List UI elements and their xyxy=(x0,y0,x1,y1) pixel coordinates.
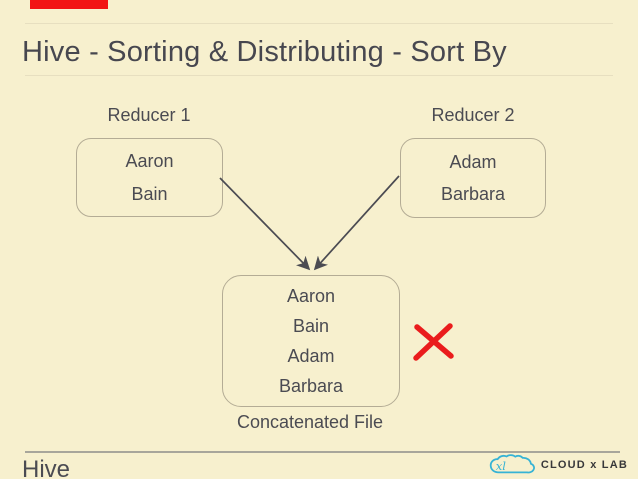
reducer1-label: Reducer 1 xyxy=(107,105,191,125)
output-item: Adam xyxy=(287,346,335,366)
merge-arrow-left xyxy=(219,177,311,271)
reducer2-item: Adam xyxy=(449,151,497,172)
red-cross-icon xyxy=(413,323,454,361)
output-item: Bain xyxy=(292,316,330,336)
reducer2-item: Barbara xyxy=(440,184,506,205)
header-rule-top xyxy=(25,23,613,24)
reducer2-box: Adam Barbara xyxy=(400,138,546,218)
reducer2-label: Reducer 2 xyxy=(431,105,515,125)
output-item: Aaron xyxy=(286,286,336,306)
output-caption: Concatenated File xyxy=(236,412,384,432)
output-item: Barbara xyxy=(278,376,344,396)
reducer1-box: Aaron Bain xyxy=(76,138,223,217)
concatenated-file-box: Aaron Bain Adam Barbara xyxy=(222,275,400,407)
cloudxlab-cloud-icon: xl xyxy=(489,454,535,474)
svg-text:xl: xl xyxy=(496,459,507,473)
slide-title: Hive - Sorting & Distributing - Sort By xyxy=(22,36,507,68)
video-progress-bar xyxy=(30,0,108,9)
footer-rule xyxy=(25,451,620,453)
footer-title: Hive xyxy=(22,456,71,479)
reducer1-item: Aaron xyxy=(125,151,174,172)
header-rule-bottom xyxy=(25,75,613,76)
cloudxlab-brand: xl CLOUD x LAB xyxy=(488,452,628,478)
merge-arrow-right xyxy=(313,175,400,271)
reducer1-item: Bain xyxy=(131,183,168,204)
cloudxlab-logo-text: CLOUD x LAB xyxy=(540,459,628,471)
